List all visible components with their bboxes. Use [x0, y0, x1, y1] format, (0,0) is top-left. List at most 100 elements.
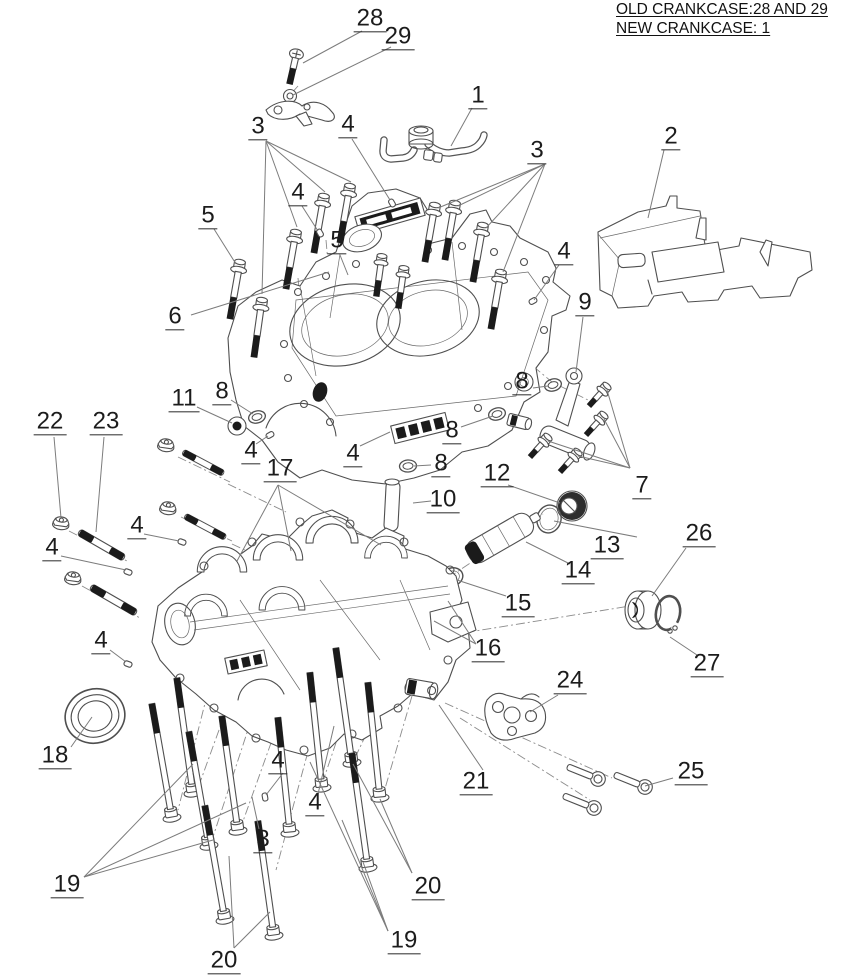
leader-line — [60, 555, 127, 571]
leader-line — [351, 138, 391, 201]
leader-line — [196, 406, 233, 424]
center-axis-line — [177, 643, 221, 811]
leader-line — [302, 30, 363, 64]
upper-crankcase-half-part6 — [227, 188, 571, 485]
leader-line — [577, 455, 631, 469]
callout-4: 4 — [338, 111, 358, 139]
leader-lines — [53, 30, 698, 949]
cover-part24 — [484, 692, 547, 741]
leader-line — [433, 620, 477, 645]
leader-line — [529, 694, 559, 713]
callout-3: 3 — [527, 137, 547, 165]
leader-line — [341, 819, 389, 932]
callout-3: 3 — [248, 113, 268, 141]
breather-pipe-part1 — [379, 125, 488, 163]
oil-strainer-part14 — [464, 512, 541, 565]
mount-bracket-part2 — [597, 195, 813, 309]
leader-line — [277, 484, 382, 546]
callout-5: 5 — [198, 202, 218, 230]
callout-28: 28 — [353, 5, 387, 33]
callout-20: 20 — [411, 873, 445, 901]
leader-line — [438, 704, 484, 771]
leader-line — [575, 316, 584, 373]
plug-part11 — [227, 416, 247, 436]
plug-part21 — [404, 678, 439, 700]
leader-line — [83, 763, 194, 878]
lower-crankcase-half-part16 — [151, 509, 477, 757]
leader-line — [460, 415, 494, 428]
leader-line — [359, 431, 391, 447]
leader-line — [437, 163, 546, 209]
callout-8: 8 — [442, 417, 462, 445]
leader-line — [95, 436, 105, 533]
callout-4: 4 — [241, 437, 261, 465]
callout-7: 7 — [632, 472, 652, 500]
callout-15: 15 — [501, 590, 535, 618]
callout-4: 4 — [268, 747, 288, 775]
callout-6: 6 — [165, 303, 185, 331]
leader-line — [109, 649, 127, 663]
leader-line — [485, 163, 546, 229]
socket-bolts-item25 — [560, 759, 656, 819]
leader-line — [83, 839, 214, 878]
callout-4: 4 — [343, 440, 363, 468]
callout-13: 13 — [590, 532, 624, 560]
leader-line — [502, 163, 546, 273]
leader-line — [553, 520, 638, 538]
leader-line — [265, 140, 326, 193]
leader-line — [265, 772, 284, 796]
leader-line — [651, 547, 687, 597]
leader-line — [532, 385, 549, 389]
callout-8: 8 — [212, 378, 232, 406]
callout-29: 29 — [381, 23, 415, 51]
leader-line — [413, 464, 432, 467]
callout-22: 22 — [33, 408, 67, 436]
leader-line — [70, 716, 93, 748]
callout-19: 19 — [387, 927, 421, 955]
leader-line — [53, 436, 62, 519]
callout-27: 27 — [690, 650, 724, 678]
leader-line — [251, 796, 260, 830]
title-block: OLD CRANKCASE:28 AND 29 NEW CRANKCASE: 1 — [616, 1, 828, 39]
callout-14: 14 — [561, 557, 595, 585]
callout-16: 16 — [471, 635, 505, 663]
leader-line — [265, 140, 298, 228]
leader-line — [352, 763, 413, 874]
callout-20: 20 — [207, 947, 241, 975]
callout-4: 4 — [554, 238, 574, 266]
callout-26: 26 — [682, 520, 716, 548]
leader-line — [603, 418, 631, 469]
leader-line — [83, 802, 247, 878]
callout-1: 1 — [468, 82, 488, 110]
callout-5: 5 — [327, 227, 347, 255]
callout-24: 24 — [553, 667, 587, 695]
leader-line — [190, 271, 330, 316]
callout-12: 12 — [480, 460, 514, 488]
callout-8: 8 — [512, 368, 532, 396]
leader-line — [669, 636, 698, 656]
leader-line — [606, 389, 631, 469]
callout-4: 4 — [127, 512, 147, 540]
leader-line — [213, 228, 237, 265]
title-line-old-crankcase: OLD CRANKCASE:28 AND 29 — [616, 1, 828, 18]
pivot-bracket — [265, 100, 335, 127]
leader-line — [644, 777, 674, 787]
leader-line — [507, 484, 561, 504]
leader-line — [317, 725, 335, 795]
callout-19: 19 — [50, 871, 84, 899]
leader-line — [277, 484, 292, 552]
leader-line — [533, 264, 560, 301]
leader-line — [525, 541, 571, 565]
callout-21: 21 — [459, 768, 493, 796]
leader-line — [447, 600, 477, 645]
leader-line — [236, 484, 279, 562]
leader-line — [339, 254, 349, 276]
callout-4: 4 — [91, 627, 111, 655]
center-axis-line — [211, 655, 273, 841]
leader-line — [309, 761, 389, 932]
screw-part28 — [286, 48, 304, 85]
callout-3: 3 — [253, 826, 273, 854]
parts-artwork — [51, 48, 813, 942]
callout-2: 2 — [661, 123, 681, 151]
